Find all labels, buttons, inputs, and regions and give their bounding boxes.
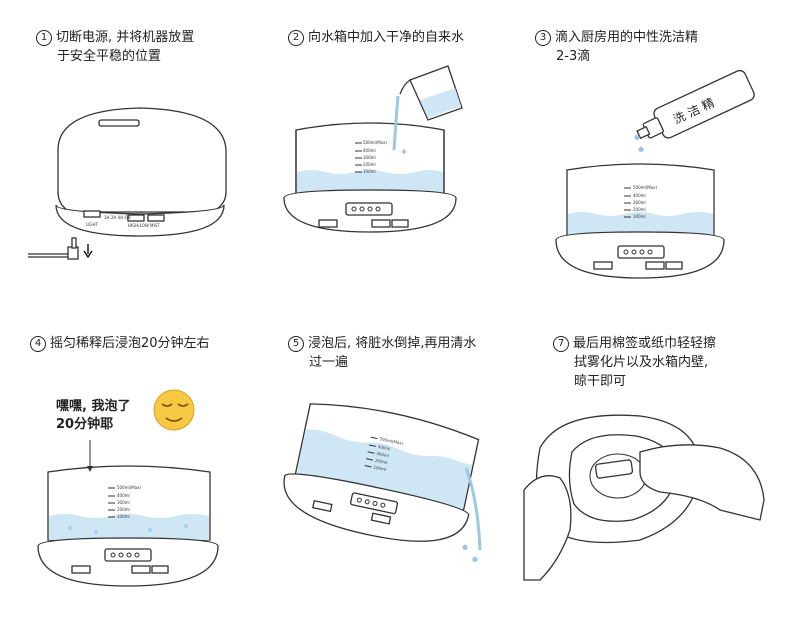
svg-text:300ml: 300ml xyxy=(633,200,646,205)
svg-text:400ml: 400ml xyxy=(117,493,130,498)
light-label: LIGHT xyxy=(86,222,99,227)
svg-text:200ml: 200ml xyxy=(117,507,130,512)
svg-text:100ml: 100ml xyxy=(117,514,130,519)
humidifier-soaking: 500ml(Max) 400ml 300ml 200ml 100ml xyxy=(38,390,218,586)
svg-text:500ml(Max): 500ml(Max) xyxy=(363,140,387,145)
humidifier-filling: 500ml(Max) 400ml 300ml 200ml 100ml xyxy=(284,66,462,232)
humidifier-detergent: 500ml(Max) 400ml 300ml 200ml 100ml 洗 洁 精 xyxy=(556,69,756,278)
svg-text:200ml: 200ml xyxy=(363,162,376,167)
svg-text:100ml: 100ml xyxy=(363,169,376,174)
svg-text:400ml: 400ml xyxy=(363,148,376,153)
humidifier-pouring: 500ml(Max) 400ml 300ml 200ml 100ml xyxy=(276,394,486,554)
svg-text:500ml(Max): 500ml(Max) xyxy=(117,485,141,490)
mode-label: HIGH/LOW xyxy=(128,223,149,228)
humidifier-wiping xyxy=(524,415,764,580)
svg-text:500ml(Max): 500ml(Max) xyxy=(633,185,657,190)
svg-text:300ml: 300ml xyxy=(363,155,376,160)
svg-text:100ml: 100ml xyxy=(633,214,646,219)
svg-text:300ml: 300ml xyxy=(117,500,130,505)
mist-label: MIST xyxy=(150,223,160,228)
timer-label: 1H 2H 4H ON xyxy=(104,215,131,220)
humidifier-closed: LIGHT 1H 2H 4H ON HIGH/LOW MIST xyxy=(28,108,226,259)
svg-text:200ml: 200ml xyxy=(633,207,646,212)
smiley-emoji xyxy=(154,390,194,430)
svg-text:400ml: 400ml xyxy=(633,193,646,198)
